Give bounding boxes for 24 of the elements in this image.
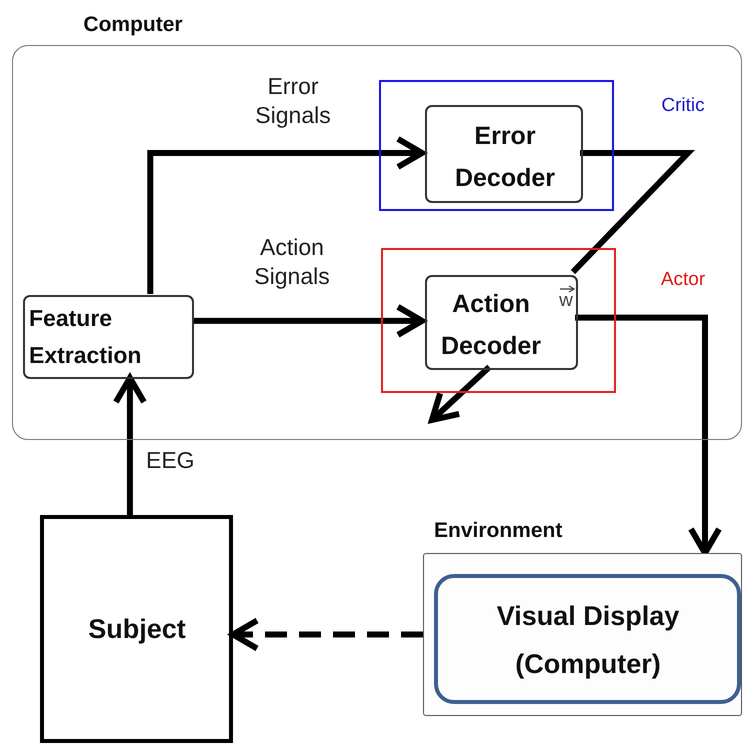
decoder-box <box>425 105 583 203</box>
edge-label: EEG <box>146 446 196 475</box>
box-label: Subject <box>87 613 187 646</box>
panel-title: Computer <box>82 12 184 38</box>
dashed-arrow <box>230 618 423 652</box>
arrow <box>575 314 722 556</box>
arrow <box>147 136 425 294</box>
process-box <box>23 295 194 379</box>
box-label: Feature Extraction <box>29 304 142 370</box>
edge-label: Error Signals <box>254 72 332 130</box>
arrow <box>112 375 147 515</box>
decoder-box <box>425 275 578 370</box>
arrow <box>429 364 492 423</box>
subject-box <box>40 515 233 743</box>
box-label: Error Decoder <box>454 121 556 194</box>
box-label: Visual Display (Computer) <box>496 600 680 681</box>
edge-label: Action Signals <box>253 233 331 291</box>
panel-title: Environment <box>434 518 564 544</box>
arrow <box>193 304 425 338</box>
connector-line <box>570 150 696 274</box>
box-label: Action Decoder <box>440 289 542 362</box>
frame-label: Actor <box>660 268 706 292</box>
frame-label: Critic <box>660 94 706 118</box>
display-box <box>434 574 741 704</box>
